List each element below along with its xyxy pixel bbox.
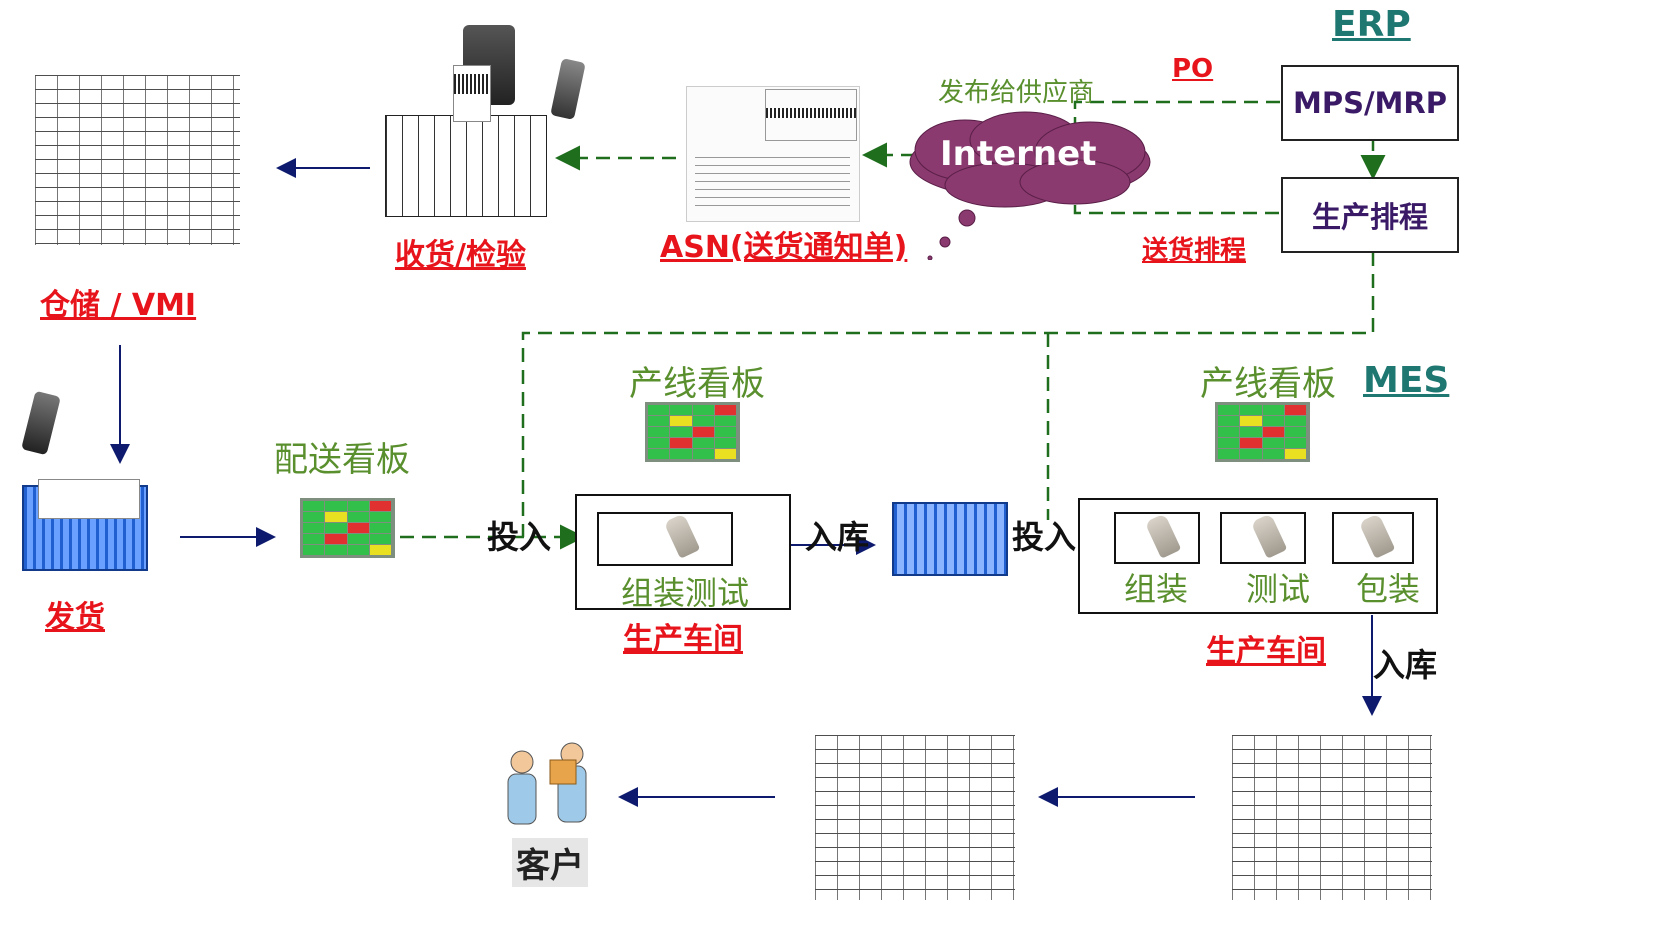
workshop-label-2: 生产车间 [1206, 634, 1326, 669]
barcode-printer-icon [453, 25, 515, 122]
assembly-label: 组装 [1124, 570, 1189, 608]
erp-title: ERP [1332, 4, 1411, 45]
workshop-1-box: 组装测试 [575, 494, 791, 612]
mes-title: MES [1363, 360, 1450, 401]
input-label-1: 投入 [487, 518, 552, 556]
workshop-2-box: 组装 测试 包装 [1078, 498, 1438, 614]
store-label-1: 入库 [805, 518, 870, 556]
customer-label: 客户 [512, 838, 588, 887]
barcode-scanner-icon [597, 512, 733, 566]
line-kanban-label-1: 产线看板 [629, 364, 765, 404]
barcode-scanner-icon [1114, 512, 1200, 564]
delivery-schedule-label: 送货排程 [1142, 236, 1247, 266]
kanban-board-icon [300, 498, 395, 558]
test-label: 测试 [1246, 570, 1311, 608]
publish-to-supplier-label: 发布给供应商 [938, 78, 1095, 108]
internet-label: Internet [940, 134, 1097, 174]
blue-cage-container-icon [892, 502, 1008, 576]
asn-document-icon [686, 86, 860, 222]
warehouse-rack-icon [815, 735, 1015, 900]
delivery-kanban-label: 配送看板 [274, 440, 410, 480]
input-label-2: 投入 [1012, 518, 1077, 556]
kanban-board-icon [645, 402, 740, 462]
assembly-test-label: 组装测试 [621, 574, 750, 612]
workshop-label-1: 生产车间 [623, 622, 743, 657]
warehouse-rack-icon [1232, 735, 1432, 900]
line-kanban-label-2: 产线看板 [1200, 364, 1336, 404]
po-label: PO [1172, 54, 1214, 84]
warehouse-vmi-label: 仓储 / VMI [40, 288, 197, 323]
scheduling-label: 生产排程 [1311, 200, 1428, 234]
kanban-board-icon [1215, 402, 1310, 462]
asn-label: ASN(送货通知单) [660, 230, 908, 265]
internet-cloud-icon [909, 111, 1151, 260]
customer-handover-icon [507, 742, 587, 825]
warehouse-rack-icon [35, 75, 240, 245]
barcode-scanner-icon [1220, 512, 1306, 564]
mps-mrp-box: MPS/MRP [1281, 65, 1459, 141]
pallet-boxes-icon [385, 115, 547, 217]
shipping-label: 发货 [45, 600, 105, 635]
blue-cage-container-icon [22, 479, 148, 571]
mps-mrp-label: MPS/MRP [1292, 86, 1448, 120]
store-label-2: 入库 [1373, 646, 1438, 684]
packing-label: 包装 [1356, 570, 1421, 608]
barcode-scanner-icon [1332, 512, 1414, 564]
scheduling-box: 生产排程 [1281, 177, 1459, 253]
receiving-label: 收货/检验 [395, 238, 526, 273]
